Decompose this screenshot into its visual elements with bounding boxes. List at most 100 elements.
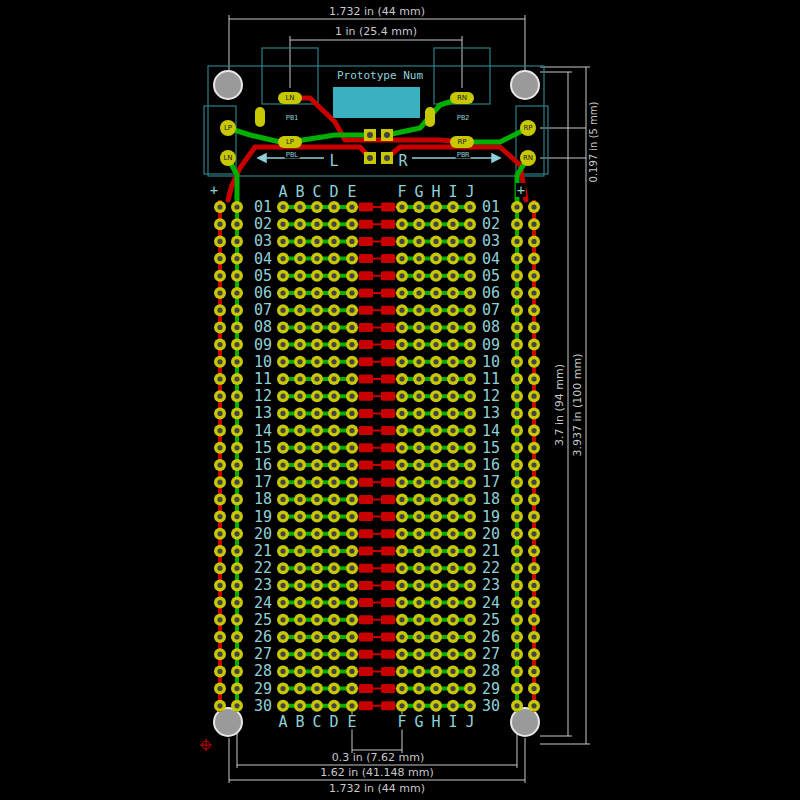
silkscreen-text: 14 — [481, 423, 501, 438]
drill-hole — [399, 548, 404, 553]
smd-pad — [381, 220, 395, 229]
drill-hole — [467, 376, 472, 381]
smd-pad — [381, 254, 395, 263]
smd-pad — [359, 426, 373, 435]
drill-hole — [399, 204, 404, 209]
silkscreen-text: R — [397, 154, 408, 169]
through-hole-pad — [214, 459, 226, 471]
silkscreen-text: 10 — [481, 354, 501, 369]
drill-hole — [297, 497, 302, 502]
through-hole-pad — [346, 287, 358, 299]
through-hole-pad — [528, 270, 540, 282]
drill-hole — [331, 669, 336, 674]
through-hole-pad — [464, 218, 476, 230]
dimension-text: 1.732 in (44 mm) — [329, 783, 425, 794]
drill-hole — [217, 686, 222, 691]
pad-name: RN — [522, 155, 534, 162]
through-hole-pad — [528, 476, 540, 488]
drill-hole — [531, 703, 536, 708]
silkscreen-text: 01 — [481, 200, 501, 215]
drill-hole — [450, 634, 455, 639]
drill-hole — [217, 462, 222, 467]
drill-hole — [349, 325, 354, 330]
drill-hole — [467, 239, 472, 244]
through-hole-pad — [346, 631, 358, 643]
through-hole-pad — [430, 390, 442, 402]
strip-trace — [283, 291, 352, 295]
drill-hole — [433, 548, 438, 553]
through-hole-pad — [311, 407, 323, 419]
through-hole-pad — [511, 579, 523, 591]
drill-hole — [531, 514, 536, 519]
through-hole-pad — [231, 700, 243, 712]
smd-pad — [381, 495, 395, 504]
through-hole-pad — [528, 493, 540, 505]
through-hole-pad — [413, 339, 425, 351]
through-hole-pad — [346, 339, 358, 351]
strip-trace — [283, 377, 352, 381]
drill-hole — [234, 359, 239, 364]
drill-hole — [297, 531, 302, 536]
drill-hole — [514, 222, 519, 227]
through-hole-pad — [528, 321, 540, 333]
drill-hole — [467, 531, 472, 536]
through-hole-pad — [328, 235, 340, 247]
drill-hole — [433, 290, 438, 295]
drill-hole — [234, 204, 239, 209]
through-hole-pad — [311, 562, 323, 574]
through-hole-pad — [511, 614, 523, 626]
drill-hole — [234, 394, 239, 399]
drill-hole — [433, 256, 438, 261]
through-hole-pad — [328, 425, 340, 437]
drill-hole — [399, 308, 404, 313]
through-hole-pad — [346, 201, 358, 213]
through-hole-pad — [328, 579, 340, 591]
through-hole-pad — [328, 407, 340, 419]
drill-hole — [280, 342, 285, 347]
through-hole-pad — [346, 476, 358, 488]
through-hole-pad — [294, 356, 306, 368]
through-hole-pad — [396, 493, 408, 505]
drill-hole — [234, 617, 239, 622]
strip-trace — [402, 274, 470, 278]
drill-hole — [416, 686, 421, 691]
smd-pad — [381, 203, 395, 212]
strip-trace — [402, 669, 470, 673]
drill-hole — [349, 256, 354, 261]
drill-hole — [399, 445, 404, 450]
strip-trace — [402, 429, 470, 433]
drill-hole — [514, 531, 519, 536]
drill-hole — [297, 617, 302, 622]
through-hole-pad — [447, 235, 459, 247]
silkscreen-text: B — [294, 715, 305, 730]
drill-hole — [217, 480, 222, 485]
drill-hole — [450, 376, 455, 381]
drill-hole — [399, 239, 404, 244]
drill-hole — [416, 497, 421, 502]
through-hole-pad — [413, 665, 425, 677]
strip-trace — [283, 687, 352, 691]
through-hole-pad — [464, 235, 476, 247]
through-hole-pad — [214, 683, 226, 695]
drill-hole — [433, 342, 438, 347]
through-hole-pad — [294, 253, 306, 265]
through-hole-pad — [214, 700, 226, 712]
drill-hole — [297, 669, 302, 674]
smd-pad — [359, 547, 373, 556]
drill-hole — [416, 652, 421, 657]
drill-hole — [297, 703, 302, 708]
drill-hole — [514, 480, 519, 485]
through-hole-pad — [231, 253, 243, 265]
drill-hole — [234, 652, 239, 657]
drill-hole — [514, 359, 519, 364]
through-hole-pad — [396, 597, 408, 609]
drill-hole — [297, 462, 302, 467]
drill-hole — [416, 548, 421, 553]
silkscreen-text: 27 — [253, 647, 273, 662]
drill-hole — [514, 342, 519, 347]
through-hole-pad — [277, 287, 289, 299]
silkscreen-text: 02 — [253, 217, 273, 232]
drill-hole — [314, 342, 319, 347]
through-hole-pad — [214, 304, 226, 316]
silkscreen-text: 14 — [253, 423, 273, 438]
